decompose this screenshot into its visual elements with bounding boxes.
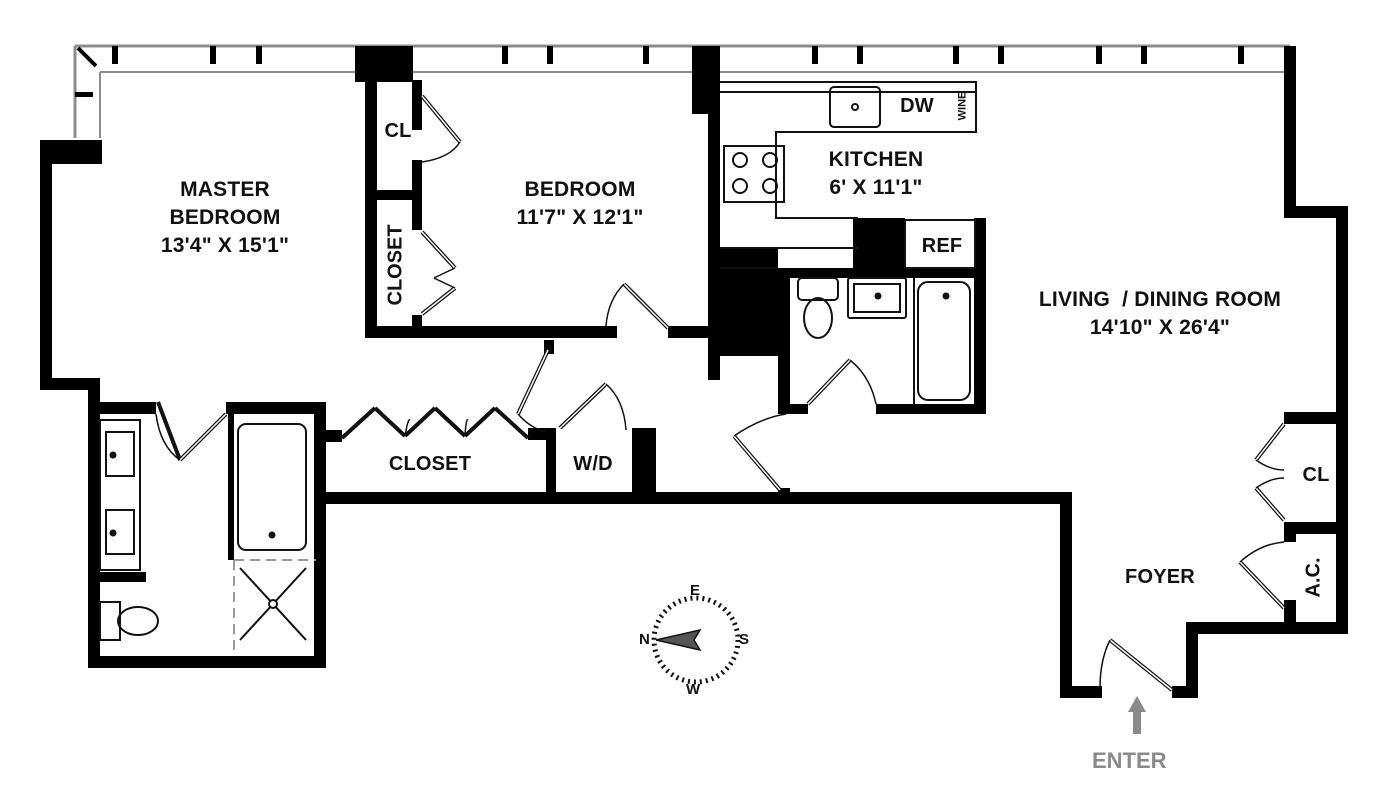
fixtures (99, 81, 977, 656)
foyer-label: FOYER (1125, 566, 1195, 588)
hall-closet-label: CLOSET (388, 453, 472, 475)
refrigerator (904, 219, 976, 269)
master-bedroom-name-2: BEDROOM (169, 206, 281, 229)
bedroom-name: BEDROOM (524, 178, 636, 201)
window-mullions (75, 46, 1244, 97)
kitchen-sink (829, 86, 881, 128)
bedroom-cl-label: CL (384, 120, 412, 142)
walls (40, 46, 1348, 698)
enter-arrow-icon (1128, 696, 1146, 734)
bedroom-closet-label: CLOSET (384, 224, 407, 306)
kitchen-dimensions: 6' X 11'1" (829, 176, 923, 199)
living-dining-dimensions: 14'10" X 26'4" (1089, 316, 1231, 339)
doors (155, 94, 1286, 692)
dishwasher-label: DW (900, 95, 934, 117)
enter-label: ENTER (1092, 748, 1167, 773)
compass-icon (651, 595, 741, 685)
master-bedroom-label: MASTER BEDROOM 13'4" X 15'1" (130, 176, 320, 260)
ac-label: A.C. (1302, 557, 1325, 598)
compass-south: S (739, 631, 750, 648)
bedroom-dimensions: 11'7" X 12'1" (516, 206, 644, 229)
living-dining-name: LIVING / DINING ROOM (1038, 288, 1282, 311)
washer-dryer-label: W/D (573, 453, 613, 475)
living-dining-label: LIVING / DINING ROOM 14'10" X 26'4" (1000, 286, 1320, 342)
kitchen-name: KITCHEN (828, 148, 924, 171)
compass-west: W (686, 681, 701, 698)
bedroom-label: BEDROOM 11'7" X 12'1" (490, 176, 670, 232)
master-bedroom-name-1: MASTER (180, 178, 270, 201)
refrigerator-label: REF (921, 235, 963, 257)
foyer-cl-label: CL (1302, 464, 1330, 486)
wine-label: WINE (956, 91, 969, 121)
compass-north: N (639, 631, 650, 648)
compass-east: E (690, 582, 701, 599)
kitchen-label: KITCHEN 6' X 11'1" (806, 146, 946, 202)
master-bedroom-dimensions: 13'4" X 15'1" (160, 234, 290, 257)
